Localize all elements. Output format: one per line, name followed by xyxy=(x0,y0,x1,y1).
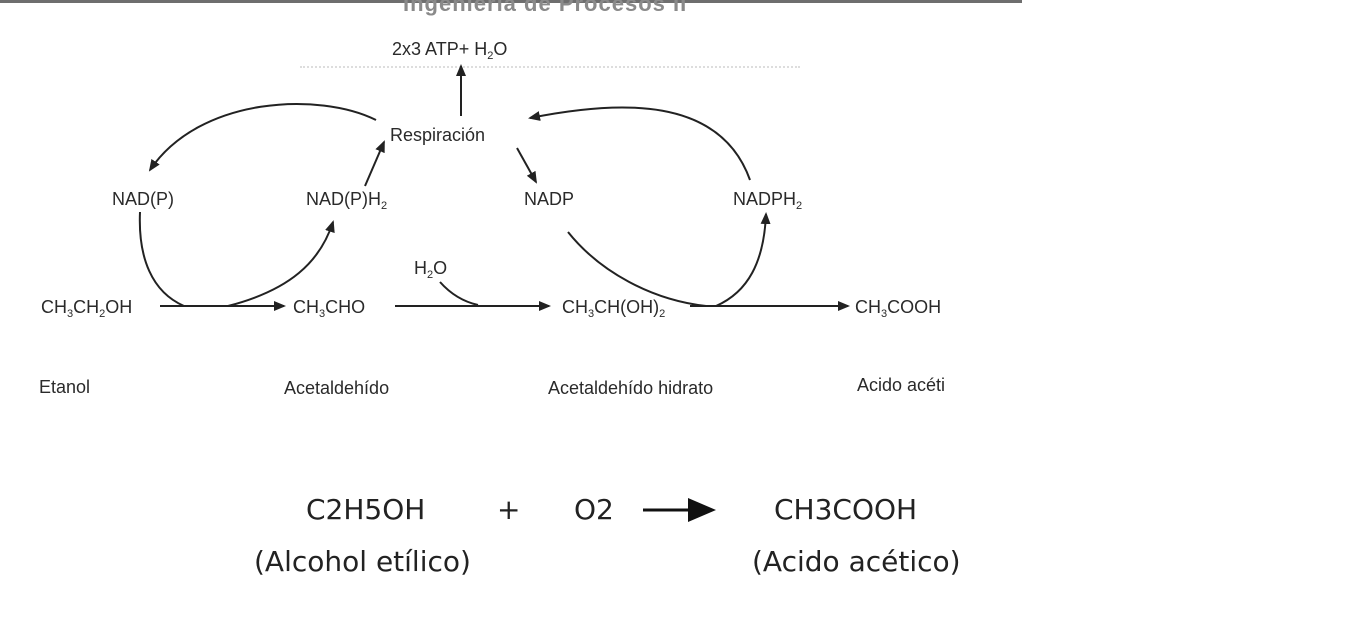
arrow-respiration-to-nadp-right xyxy=(516,147,537,184)
compound-ethanol: CH3CH2OH xyxy=(41,297,133,320)
arrow-nadp-to-reaction xyxy=(138,211,185,307)
nadp-left-label: NAD(P) xyxy=(112,189,174,209)
arrow-nadph-right-to-respiration xyxy=(528,106,751,181)
arrow-reaction-to-nadph-right xyxy=(715,212,771,307)
nadph-left-label: NAD(P)H2 xyxy=(306,189,388,212)
header-title: Ingeniería de Procesos II xyxy=(403,0,688,16)
compound-acetic-acid: CH3COOH xyxy=(855,297,942,320)
compound-acetaldehyde: CH3CHO xyxy=(293,297,366,320)
nadp-right-label: NADP xyxy=(524,189,575,209)
equation-reactant-ethanol: C2H5OH xyxy=(306,493,426,526)
arrow-water-input xyxy=(439,281,479,306)
nadph-right-label: NADPH2 xyxy=(733,189,803,212)
respiration-label: Respiración xyxy=(390,125,486,145)
faint-scan-line xyxy=(300,66,800,74)
top-rule xyxy=(0,0,1022,3)
arrow-reaction-to-nadph-left xyxy=(227,220,335,307)
compound-acetaldehyde-hydrate: CH3CH(OH)2 xyxy=(562,297,666,320)
name-acetaldehyde-hydrate: Acetaldehído hidrato xyxy=(548,378,714,398)
equation-name-acetic: (Acido acético) xyxy=(752,545,961,578)
equation-product-acetic: CH3COOH xyxy=(774,493,918,526)
energy-output-label: 2x3 ATP+ H2O xyxy=(392,39,508,62)
equation-arrow xyxy=(643,498,716,522)
equation-plus-sign: + xyxy=(497,493,521,526)
equation-reactant-oxygen: O2 xyxy=(574,493,614,526)
equation-name-ethanol: (Alcohol etílico) xyxy=(254,545,471,578)
arrow-respiration-to-nadp-left xyxy=(148,102,377,172)
arrow-nadph-to-respiration xyxy=(364,140,385,187)
name-acetic-acid: Acido acéti xyxy=(857,375,946,395)
water-label: H2O xyxy=(414,258,448,281)
arrow-nadp-right-to-reaction xyxy=(567,231,707,307)
name-ethanol: Etanol xyxy=(39,377,91,397)
name-acetaldehyde: Acetaldehído xyxy=(284,378,390,398)
